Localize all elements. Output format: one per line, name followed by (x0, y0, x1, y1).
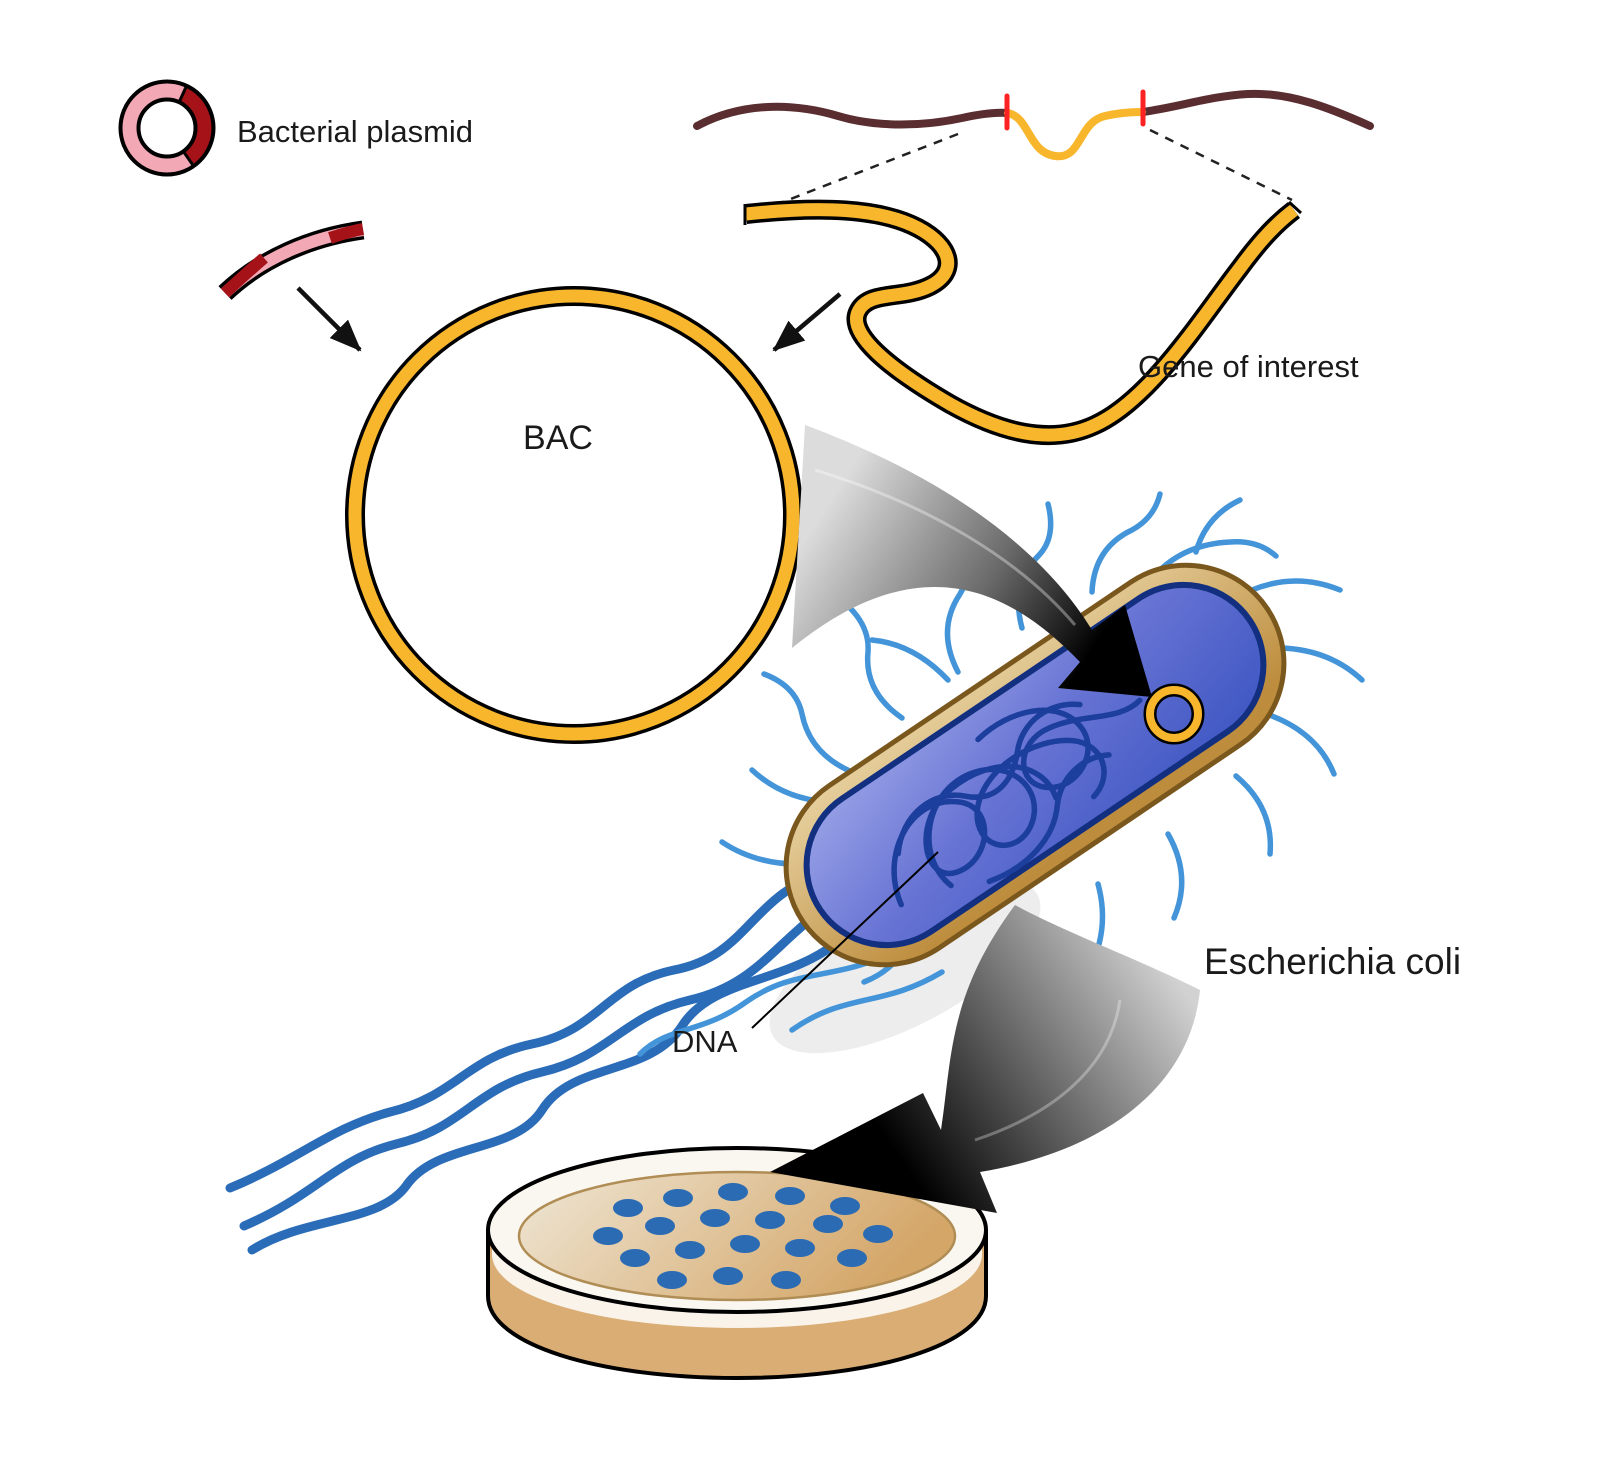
colony (593, 1227, 623, 1245)
colony (755, 1211, 785, 1229)
dashed-line-left (769, 132, 959, 209)
arrow-plasmid-to-bac (296, 286, 362, 352)
petri-dish (486, 1146, 988, 1381)
flagellum (789, 969, 945, 1033)
flagellum (637, 941, 909, 1057)
insertion-swoosh-arrow (792, 425, 1152, 697)
flagella-tail (225, 869, 863, 1255)
bacterial-plasmid-icon (118, 79, 216, 177)
plasmid-outer-outline (118, 79, 216, 177)
colony (775, 1187, 805, 1205)
cell-inner-membrane (803, 581, 1267, 949)
arrow-gene-to-bac (772, 292, 842, 352)
dashed-line-right (1149, 128, 1293, 202)
dna-loop (895, 701, 1083, 857)
genomic-strand-left (693, 102, 1012, 130)
flagellum (761, 671, 855, 775)
ribbon-end-cap-right (1287, 200, 1303, 215)
fragment-end-left (220, 253, 268, 298)
bac-ring (348, 289, 800, 741)
gene-of-interest-label: Gene of interest (1138, 349, 1359, 384)
colony (657, 1271, 687, 1289)
plasmid-insert-segment (179, 87, 212, 165)
plasmid-fragment (218, 220, 365, 300)
colony (613, 1199, 643, 1217)
colony (837, 1249, 867, 1267)
colony (675, 1241, 705, 1259)
flagellum (1165, 831, 1185, 921)
dna-pointer-line (751, 851, 939, 1029)
ribbon-body (745, 203, 1298, 442)
genomic-dna-strand (693, 89, 1374, 130)
flagellum (1279, 645, 1365, 683)
flagellum (1249, 578, 1343, 593)
genomic-strand-right (1138, 89, 1374, 130)
bacterial-plasmid-label: Bacterial plasmid (237, 114, 473, 149)
flagellum (1155, 539, 1279, 575)
tail-strand (239, 893, 843, 1231)
colony (863, 1225, 893, 1243)
cut-site-marks (1004, 89, 1146, 131)
flagellum (869, 637, 951, 683)
gene-of-interest-ribbon (743, 199, 1303, 446)
colony (645, 1217, 675, 1235)
bac-in-cell-circle (1143, 683, 1205, 745)
fragment-end-right (328, 223, 365, 244)
flagellum (1193, 497, 1243, 555)
plasmid-segment-ticks (177, 85, 195, 167)
flagellum (1269, 713, 1337, 777)
flagellum (1233, 773, 1274, 857)
bac-in-cell-ring (1146, 686, 1202, 742)
colony (620, 1249, 650, 1267)
dna-label: DNA (672, 1024, 738, 1059)
ecoli-cell (783, 562, 1287, 968)
ribbon-outline (744, 199, 1301, 446)
colony (771, 1271, 801, 1289)
dna-loop (986, 752, 1112, 885)
colony (785, 1239, 815, 1257)
colony (713, 1267, 743, 1285)
dna-tangle (891, 697, 1143, 908)
flagellum (1089, 491, 1163, 595)
colonies (593, 1183, 893, 1289)
colony (830, 1197, 860, 1215)
colony (718, 1183, 748, 1201)
colony (663, 1189, 693, 1207)
colony (700, 1209, 730, 1227)
bac-label: BAC (523, 419, 593, 457)
plating-swoosh-arrow (770, 905, 1200, 1213)
plasmid-inner-outline (136, 97, 198, 159)
swoosh-streak (974, 999, 1122, 1142)
swoosh-streak (814, 468, 1077, 626)
tail-strand (225, 869, 823, 1193)
dna-loop (926, 737, 1107, 889)
colony (730, 1235, 760, 1253)
flagellum (843, 601, 905, 721)
ecoli-label: Escherichia coli (1204, 941, 1461, 982)
colony (813, 1215, 843, 1233)
bac-circle (345, 286, 803, 744)
tail-strand (247, 917, 863, 1255)
gene-segment-in-strand (1004, 108, 1146, 161)
